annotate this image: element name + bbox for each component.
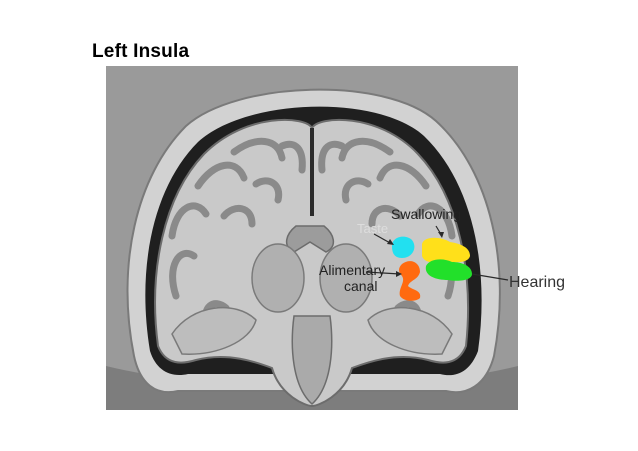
basal-ganglia-right <box>319 243 373 313</box>
alimentary-label-line1: Alimentary <box>319 262 385 278</box>
brain-coronal-section-figure: Swallowing Taste Alimentary canal <box>106 66 518 410</box>
brainstem <box>291 315 333 406</box>
temporal-lobe-left <box>171 307 257 355</box>
alimentary-label-line2: canal <box>344 278 377 294</box>
hearing-label: Hearing <box>509 274 566 291</box>
temporal-lobe-right <box>367 307 453 355</box>
alimentary-region <box>399 261 421 301</box>
brain-coronal-section-illustration: Swallowing Taste Alimentary canal <box>106 66 518 410</box>
hearing-region <box>425 259 472 281</box>
basal-ganglia-left <box>251 243 305 313</box>
taste-label: Taste <box>357 221 388 236</box>
slide-title: Left Insula <box>92 41 190 62</box>
leader-arrowheads <box>387 232 444 277</box>
left-gyri <box>168 137 306 330</box>
lateral-ventricles <box>285 225 335 253</box>
swallowing-region <box>422 237 470 263</box>
swallowing-label: Swallowing <box>391 206 461 222</box>
right-gyri <box>318 137 456 330</box>
taste-region <box>392 236 415 258</box>
